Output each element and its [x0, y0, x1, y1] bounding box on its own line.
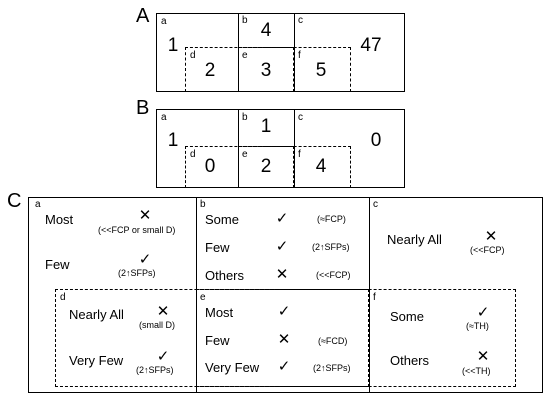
panel-b-region-a: a [161, 112, 167, 123]
panel-b-region-e: e [242, 149, 248, 160]
panel-c-divider-2 [369, 197, 370, 393]
panel-c-a1-note: (<<FCP or small D) [98, 225, 176, 235]
panel-a-region-a: a [161, 16, 167, 27]
panel-c-b1-label: Some [205, 212, 239, 227]
panel-c-f2-note: (<<TH) [462, 366, 491, 376]
panel-b-count-a: 1 [167, 130, 179, 151]
panel-c-a2-note: (2↑SFPs) [118, 268, 156, 278]
panel-a-count-d: 2 [204, 60, 216, 81]
panel-b-count-c: 0 [370, 130, 382, 151]
panel-b-count-f: 4 [315, 156, 327, 177]
panel-c-a2-label: Few [45, 257, 70, 272]
panel-c-region-f: f [373, 292, 376, 303]
panel-c-e2-cross-icon: ✕ [277, 331, 291, 348]
panel-b-dashed-center [238, 146, 294, 188]
panel-c-e3-note: (2↑SFPs) [313, 363, 351, 373]
panel-c-d1-note: (small D) [139, 320, 175, 330]
panel-c-e2-label: Few [205, 333, 230, 348]
panel-c-b3-cross-icon: ✕ [275, 266, 289, 283]
panel-c-e2-note: (≈FCD) [318, 336, 348, 346]
panel-b-divider-2 [294, 109, 295, 188]
panel-c-d1-cross-icon: ✕ [156, 303, 170, 320]
panel-c-dashed-center [196, 289, 369, 387]
panel-c-region-e: e [200, 292, 206, 303]
panel-c-e3-check-icon: ✓ [277, 358, 291, 375]
panel-c-e3-label: Very Few [205, 360, 260, 375]
panel-c-region-d: d [60, 292, 66, 303]
panel-a-letter: A [136, 5, 150, 27]
panel-a-count-a: 1 [167, 35, 179, 56]
panel-a-region-b: b [242, 15, 248, 26]
panel-c-c1-label: Nearly All [387, 232, 442, 247]
panel-c-d2-label: Very Few [69, 353, 124, 368]
panel-c-d2-check-icon: ✓ [156, 348, 170, 365]
panel-c-f1-note: (≈TH) [466, 321, 489, 331]
panel-c-f2-label: Others [390, 353, 430, 368]
panel-c-b3-note: (<<FCP) [316, 270, 351, 280]
panel-c-e1-check-icon: ✓ [277, 303, 291, 320]
panel-c-region-a: a [35, 199, 41, 210]
panel-c-c1-note: (<<FCP) [470, 245, 505, 255]
panel-b-region-b: b [242, 112, 248, 123]
panel-c-f1-label: Some [390, 309, 424, 324]
panel-c-e1-label: Most [205, 305, 234, 320]
panel-c-f2-cross-icon: ✕ [476, 348, 490, 365]
panel-a-count-b: 4 [260, 20, 272, 41]
panel-c-a1-cross-icon: ✕ [138, 207, 152, 224]
panel-a-region-d: d [190, 50, 196, 61]
panel-c-b3-label: Others [205, 268, 245, 283]
panel-b-count-d: 0 [204, 156, 216, 177]
panel-b-letter: B [136, 97, 150, 119]
panel-a-region-f: f [298, 50, 301, 61]
panel-c-frame [28, 197, 543, 393]
panel-a-region-c: c [298, 15, 303, 26]
panel-b-count-e: 2 [260, 156, 272, 177]
panel-c-b1-check-icon: ✓ [275, 210, 289, 227]
panel-c-b2-label: Few [205, 240, 230, 255]
panel-c-f1-check-icon: ✓ [476, 304, 490, 321]
panel-c-b1-note: (≈FCP) [317, 214, 346, 224]
panel-c-c1-cross-icon: ✕ [484, 228, 498, 245]
panel-a-count-c: 47 [360, 35, 382, 56]
panel-a-dashed-center [238, 47, 294, 92]
panel-c-region-c: c [373, 199, 378, 210]
panel-c-letter: C [7, 190, 22, 212]
panel-b-region-d: d [190, 149, 196, 160]
panel-a-count-e: 3 [260, 60, 272, 81]
panel-a-count-f: 5 [315, 60, 327, 81]
panel-b-region-f: f [298, 149, 301, 160]
panel-a-divider-2 [294, 13, 295, 92]
panel-c-a1-label: Most [45, 212, 74, 227]
panel-c-d2-note: (2↑SFPs) [136, 365, 174, 375]
panel-c-b2-note: (2↑SFPs) [312, 242, 350, 252]
panel-c-region-b: b [200, 199, 206, 210]
panel-c-a2-check-icon: ✓ [138, 251, 152, 268]
panel-b-region-c: c [298, 112, 303, 123]
panel-a-region-e: e [242, 50, 248, 61]
panel-c-d1-label: Nearly All [69, 307, 124, 322]
panel-c-b2-check-icon: ✓ [275, 238, 289, 255]
panel-b-count-b: 1 [260, 116, 272, 137]
